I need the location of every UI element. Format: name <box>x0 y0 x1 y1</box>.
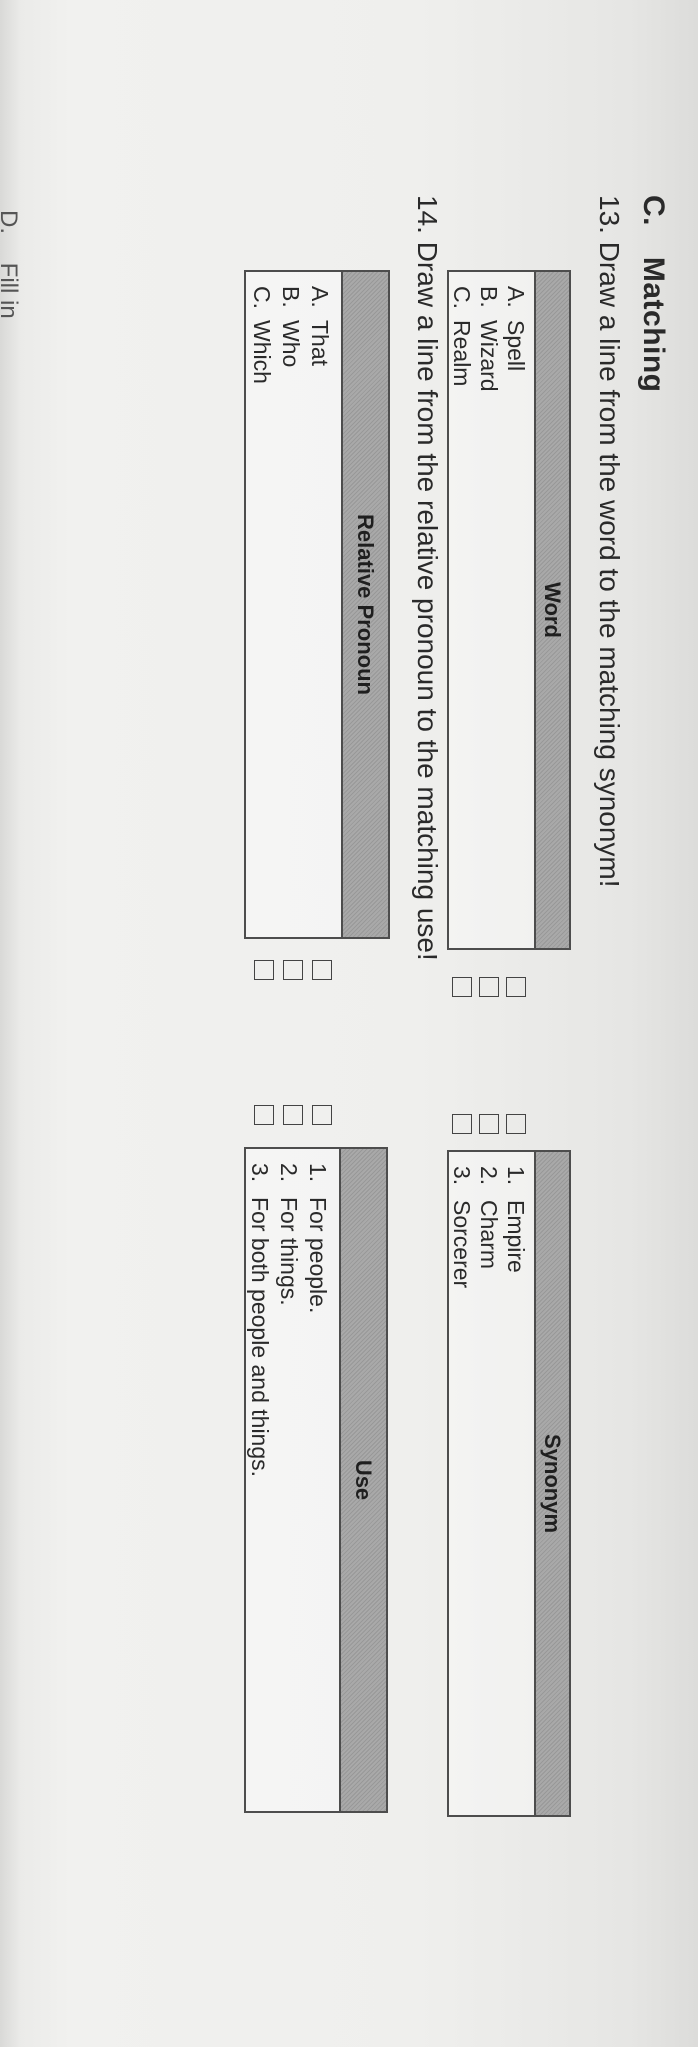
q13-word-table: Word A.Spell B.Wizard C.Realm <box>447 270 571 950</box>
q13-synonym-2-checkbox[interactable] <box>479 1114 499 1134</box>
q13-synonym-table: Synonym 1.Empire 2.Charm 3.Sorcerer <box>447 1150 571 1817</box>
q14-pronoun-header: Relative Pronoun <box>341 272 388 937</box>
q13-word-row: C.Realm <box>449 286 475 387</box>
q13-synonym-row: 1.Empire <box>503 1166 529 1273</box>
q13-synonym-header: Synonym <box>534 1152 569 1815</box>
q13-word-row: B.Wizard <box>476 286 502 392</box>
q14-pronoun-row: C.Which <box>249 286 275 384</box>
q14-use-row: 1.For people. <box>305 1163 331 1314</box>
q13-instruction: 13. Draw a line from the word to the mat… <box>594 195 625 888</box>
q13-word-b-checkbox[interactable] <box>479 977 499 997</box>
q14-use-row: 2.For things. <box>276 1163 302 1306</box>
q13-synonym-3-checkbox[interactable] <box>452 1114 472 1134</box>
q13-word-header: Word <box>534 272 569 948</box>
q13-word-row: A.Spell <box>503 286 529 372</box>
q13-synonym-row: 2.Charm <box>476 1166 502 1270</box>
q14-use-1-checkbox[interactable] <box>312 1105 332 1125</box>
next-section-fragment: D. Fill in <box>0 210 22 319</box>
q13-word-c-checkbox[interactable] <box>452 977 472 997</box>
q14-use-3-checkbox[interactable] <box>254 1105 274 1125</box>
q14-use-table: Use 1.For people. 2.For things. 3.For bo… <box>244 1147 388 1813</box>
q14-pronoun-row: B.Who <box>278 286 304 368</box>
q13-synonym-1-checkbox[interactable] <box>506 1114 526 1134</box>
q14-instruction: 14. Draw a line from the relative pronou… <box>412 195 443 961</box>
section-title: Matching <box>637 256 670 393</box>
section-heading: C. Matching <box>636 195 670 393</box>
q13-synonym-row: 3.Sorcerer <box>449 1166 475 1289</box>
q14-pronoun-row: A.That <box>307 286 333 367</box>
q14-pronoun-table: Relative Pronoun A.That B.Who C.Which <box>244 270 390 939</box>
q14-use-header: Use <box>339 1149 386 1811</box>
q14-pronoun-b-checkbox[interactable] <box>283 960 303 980</box>
q13-word-a-checkbox[interactable] <box>506 977 526 997</box>
q14-pronoun-c-checkbox[interactable] <box>254 960 274 980</box>
q14-pronoun-a-checkbox[interactable] <box>312 960 332 980</box>
q14-use-row: 3.For both people and things. <box>247 1163 273 1478</box>
q14-use-2-checkbox[interactable] <box>283 1105 303 1125</box>
section-letter: C. <box>637 195 670 226</box>
